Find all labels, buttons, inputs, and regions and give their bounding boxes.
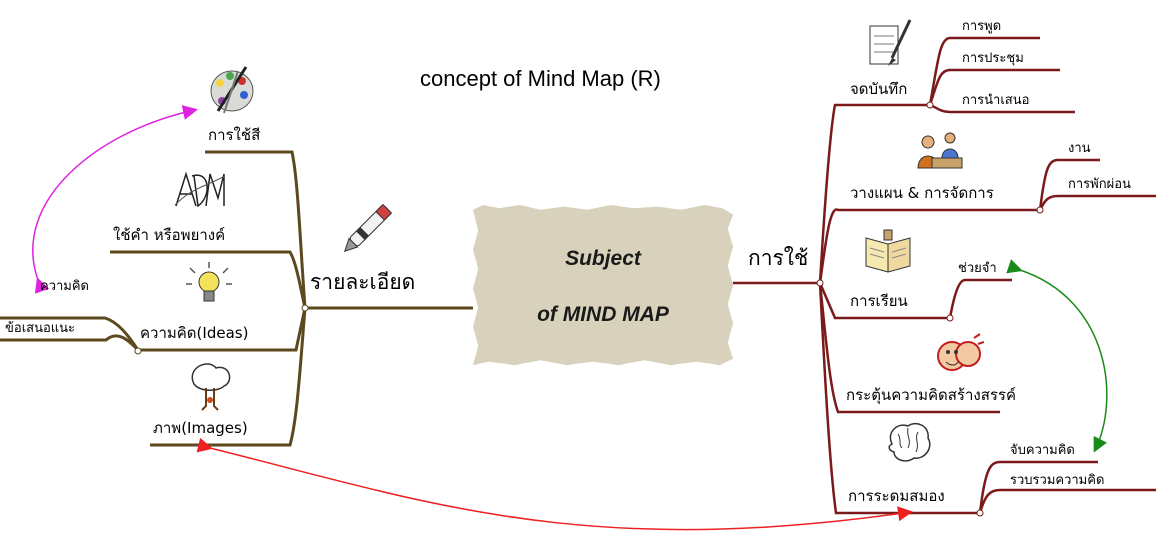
- branch-brainstorm[interactable]: การระดมสมอง: [848, 487, 945, 505]
- subject-line-1: Subject: [565, 247, 641, 270]
- notes-sub-presentation[interactable]: การนำเสนอ: [962, 93, 1030, 108]
- notepad-icon: [869, 19, 912, 66]
- branch-colors[interactable]: การใช้สี: [208, 126, 261, 144]
- branch-words[interactable]: ใช้คำ หรือพยางค์: [113, 226, 226, 244]
- branch-creative[interactable]: กระตุ้นความคิดสร้างสรรค์: [846, 386, 1016, 404]
- ideas-sub-suggestion[interactable]: ข้อเสนอแนะ: [5, 321, 76, 336]
- branch-images[interactable]: ภาพ(Images): [153, 419, 248, 437]
- diagram-title: concept of Mind Map (R): [420, 66, 661, 91]
- ideas-sub-thought[interactable]: ความคิด: [40, 279, 90, 294]
- planning-sub-rest[interactable]: การพักผ่อน: [1068, 177, 1131, 192]
- left-main-label[interactable]: รายละเอียด: [310, 270, 416, 294]
- branch-ideas[interactable]: ความคิด(Ideas): [140, 324, 249, 342]
- subject-box[interactable]: Subject of MIND MAP: [473, 205, 733, 365]
- right-main-label[interactable]: การใช้: [748, 246, 809, 270]
- magenta-link: [32, 105, 198, 294]
- brainstorm-sub-collect[interactable]: รวบรวมความคิด: [1010, 473, 1105, 488]
- green-link: [1006, 259, 1108, 453]
- subject-line-2: of MIND MAP: [537, 303, 669, 326]
- brain-icon: [888, 422, 931, 462]
- palette-icon: [210, 66, 254, 114]
- branch-planning[interactable]: วางแผน & การจัดการ: [850, 184, 994, 202]
- pen-icon: [343, 203, 392, 253]
- book-icon: [865, 229, 911, 273]
- notes-sub-speech[interactable]: การพูด: [962, 19, 1002, 34]
- meeting-icon: [917, 132, 963, 169]
- learning-sub-memory[interactable]: ช่วยจำ: [958, 261, 997, 276]
- words-icon: [174, 171, 226, 208]
- faces-icon: [937, 333, 984, 371]
- notes-sub-meeting[interactable]: การประชุม: [962, 51, 1024, 66]
- red-link: [196, 437, 913, 531]
- lightbulb-icon: [186, 262, 232, 302]
- tree-icon: [191, 363, 231, 411]
- branch-notes[interactable]: จดบันทึก: [850, 80, 908, 98]
- brainstorm-sub-capture[interactable]: จับความคิด: [1010, 443, 1075, 458]
- branch-learning[interactable]: การเรียน: [850, 292, 908, 310]
- planning-sub-work[interactable]: งาน: [1068, 141, 1091, 156]
